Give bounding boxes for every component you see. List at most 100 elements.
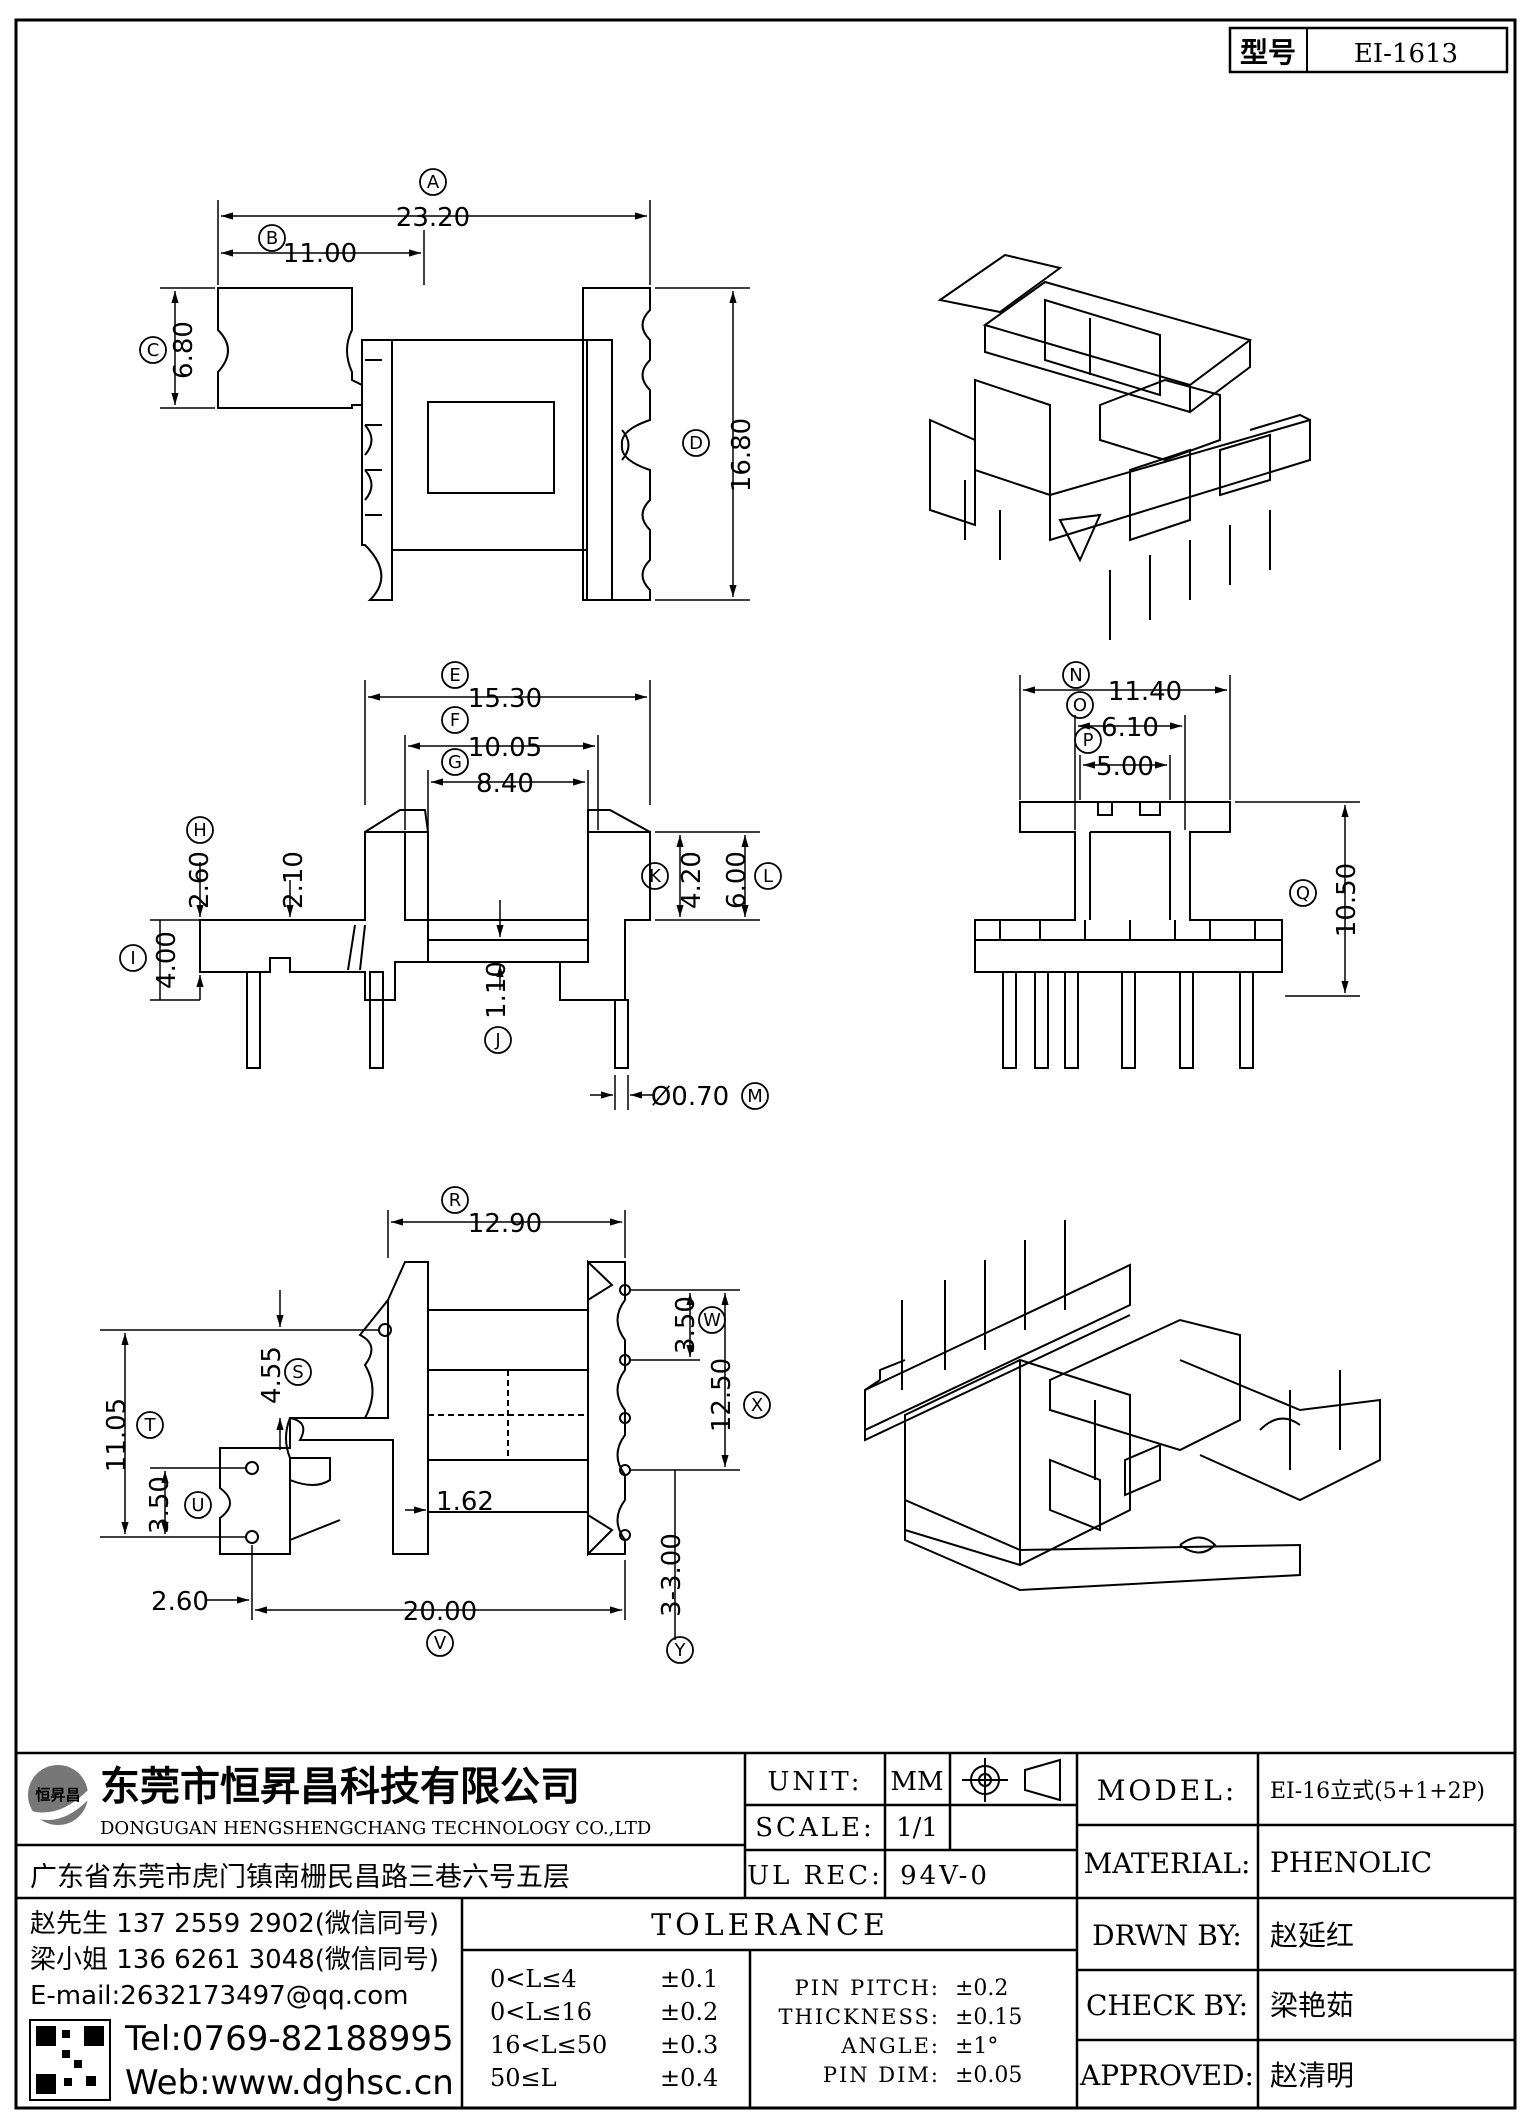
tol-value-1: ±0.1 [660, 1965, 718, 1993]
dim-group-side [1019, 675, 1360, 997]
tol-range-3: 16<L≤50 [490, 2031, 607, 2059]
tol-value-3: ±0.3 [660, 2031, 718, 2059]
tol-range-2: 0<L≤16 [490, 1998, 592, 2026]
pin-pitch-label: PIN PITCH: [795, 1976, 940, 2000]
label-U: U [191, 1495, 204, 1516]
label-T: T [144, 1415, 157, 1436]
company-logo: 恒昇昌 [28, 1765, 88, 1825]
label-H: H [193, 820, 207, 841]
dim-Y-value: 3-3.00 [657, 1533, 687, 1617]
bottom-view [219, 1259, 631, 1557]
label-F: F [450, 710, 460, 731]
dim-group-front [150, 680, 760, 1110]
approved-value: 赵清明 [1270, 2059, 1354, 2092]
thickness-label: THICKNESS: [778, 2005, 940, 2029]
dim-C-value: 6.80 [169, 321, 199, 379]
dim-A-value: 23.20 [396, 203, 470, 233]
tol-value-2: ±0.2 [660, 1998, 718, 2026]
pin-dim-value: ±0.05 [955, 2063, 1022, 2088]
dim-Q-value: 10.50 [1332, 863, 1362, 937]
label-K: K [649, 866, 662, 887]
dim-h2-value: 2.10 [279, 851, 309, 909]
label-V: V [434, 1633, 447, 1654]
company-name-en: DONGUGAN HENGSHENGCHANG TECHNOLOGY CO.,L… [100, 1818, 651, 1839]
model-label: MODEL: [1097, 1774, 1238, 1807]
dim-162-value: 1.62 [436, 1487, 494, 1517]
label-M: M [747, 1086, 763, 1107]
material-label: MATERIAL: [1084, 1847, 1251, 1880]
dim-X-value: 12.50 [707, 1358, 737, 1432]
thickness-value: ±0.15 [955, 2005, 1022, 2030]
front-view [199, 809, 651, 1069]
label-W: W [703, 1310, 721, 1331]
label-B: B [266, 228, 278, 249]
tol-range-1: 0<L≤4 [490, 1965, 577, 1993]
label-R: R [449, 1190, 462, 1211]
label-C: C [147, 340, 160, 361]
label-D: D [689, 433, 703, 454]
dim-H-value: 2.60 [185, 851, 215, 909]
dim-G-value: 8.40 [476, 769, 534, 799]
scale-value: 1/1 [896, 1813, 938, 1843]
dim-W-value: 3.50 [671, 1296, 701, 1354]
label-P: P [1083, 730, 1094, 751]
label-O: O [1073, 695, 1087, 716]
label-J: J [494, 1030, 500, 1051]
iso-view-bottom [864, 1220, 1381, 1592]
angle-value: ±1° [955, 2034, 998, 2059]
dim-F-value: 10.05 [468, 733, 542, 763]
iso-view-top [929, 253, 1311, 640]
drwn-value: 赵延红 [1270, 1919, 1354, 1952]
type-value: EI-1613 [1354, 39, 1458, 69]
dim-I-value: 4.00 [152, 931, 182, 989]
tol-range-4: 50≤L [490, 2064, 557, 2092]
check-value: 梁艳茹 [1270, 1989, 1354, 2022]
dim-group-top [160, 200, 750, 601]
approved-label: APPROVED: [1079, 2059, 1254, 2092]
company-name-cn: 东莞市恒昇昌科技有限公司 [100, 1764, 580, 1810]
dim-O-value: 6.10 [1101, 713, 1159, 743]
angle-label: ANGLE: [840, 2034, 940, 2058]
check-label: CHECK BY: [1086, 1989, 1248, 2022]
scale-label: SCALE: [755, 1813, 875, 1843]
label-E: E [449, 665, 460, 686]
dim-R-value: 12.90 [468, 1209, 542, 1239]
top-view [217, 287, 651, 601]
label-A: A [427, 172, 440, 193]
logo-text: 恒昇昌 [35, 1786, 80, 1804]
label-X: X [751, 1395, 763, 1416]
dim-260-value: 2.60 [151, 1587, 209, 1617]
label-I: I [130, 948, 135, 969]
dim-E-value: 15.30 [468, 684, 542, 714]
dim-K-value: 4.20 [677, 851, 707, 909]
company-address: 广东省东莞市虎门镇南栅民昌路三巷六号五层 [30, 1862, 570, 1893]
label-Y: Y [674, 1640, 687, 1661]
dim-V-value: 20.00 [403, 1597, 477, 1627]
tolerance-title: TOLERANCE [651, 1908, 889, 1943]
ulrec-value: 94V-0 [900, 1861, 990, 1891]
dim-P-value: 5.00 [1096, 752, 1154, 782]
model-value: EI-16立式(5+1+2P) [1270, 1779, 1485, 1804]
type-label: 型号 [1240, 36, 1296, 69]
label-G: G [448, 752, 462, 773]
dim-D-value: 16.80 [727, 418, 757, 492]
label-N: N [1069, 665, 1082, 686]
contact-2: 梁小姐 136 6261 3048(微信同号) [30, 1945, 439, 1975]
dim-group-bottom [100, 1210, 740, 1640]
projection-symbol-icon [962, 1758, 1061, 1802]
dim-U-value: 3.50 [145, 1476, 175, 1534]
email: E-mail:2632173497@qq.com [30, 1981, 409, 2011]
dim-T-value: 11.05 [102, 1398, 132, 1472]
sheet-border [14, 18, 1517, 2110]
label-L: L [763, 866, 773, 887]
unit-value: MM [890, 1767, 943, 1797]
tol-value-4: ±0.4 [660, 2064, 718, 2092]
tel: Tel:0769-82188995 [124, 2019, 454, 2059]
ulrec-label: UL REC: [747, 1861, 883, 1891]
title-block [16, 1751, 1515, 2108]
dim-J-value: 1.10 [482, 961, 512, 1019]
dim-L-value: 6.00 [722, 851, 752, 909]
drwn-label: DRWN BY: [1092, 1919, 1242, 1952]
label-S: S [292, 1362, 303, 1383]
